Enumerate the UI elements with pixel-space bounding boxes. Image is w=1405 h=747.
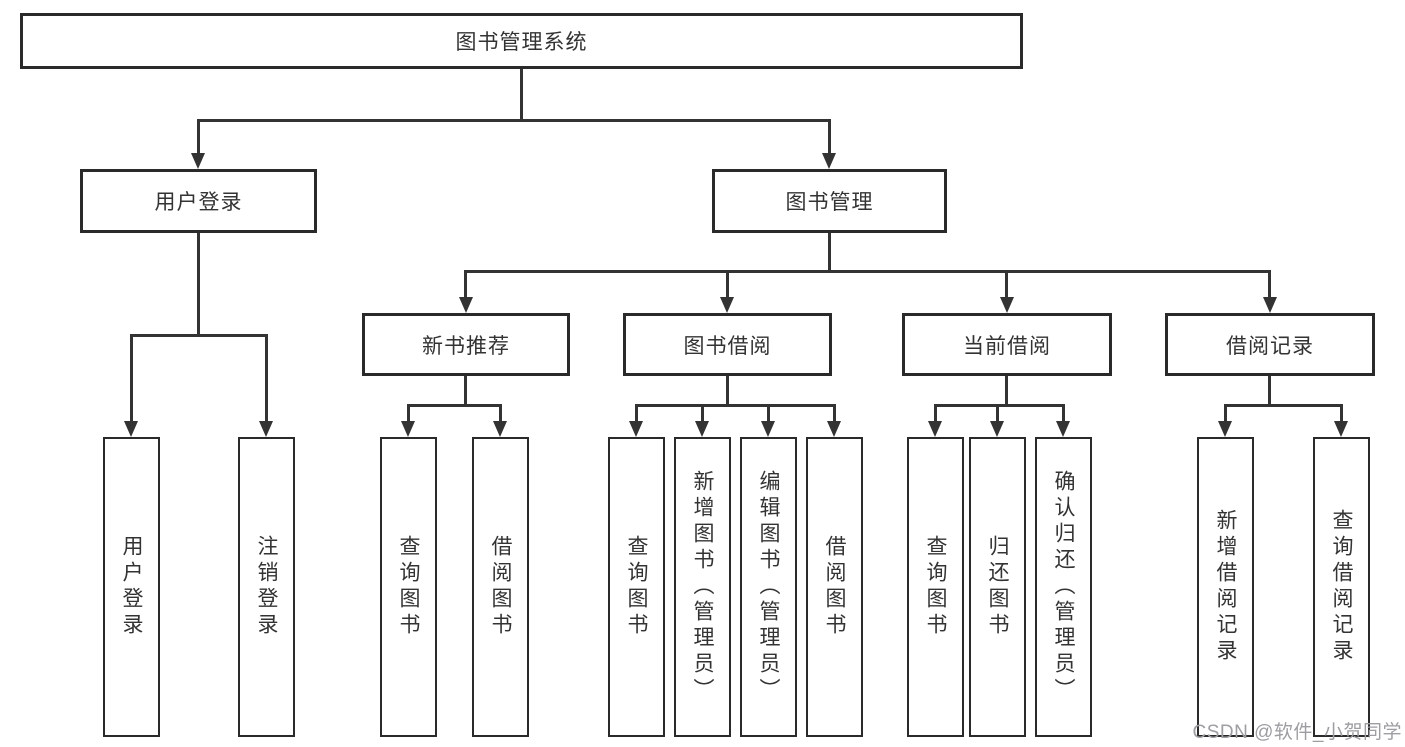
arrowhead — [1000, 297, 1014, 313]
node-label: 新书推荐 — [422, 334, 510, 358]
arrowhead — [928, 421, 942, 437]
connector — [828, 233, 831, 273]
arrowhead — [822, 153, 836, 169]
connector — [1268, 376, 1271, 407]
connector — [934, 404, 937, 423]
arrowhead — [629, 421, 643, 437]
leaf-label: 借阅图书 — [823, 535, 846, 639]
node-new-book-recommend: 新书推荐 — [362, 313, 570, 376]
node-borrow-record: 借阅记录 — [1165, 313, 1375, 376]
connector — [1340, 404, 1343, 423]
node-user-login: 用户登录 — [80, 169, 317, 233]
connector — [197, 233, 200, 335]
connector — [701, 404, 704, 423]
connector — [1005, 270, 1008, 299]
connector — [130, 334, 268, 337]
leaf-label: 借阅图书 — [489, 535, 512, 639]
node-label: 图书借阅 — [683, 334, 772, 358]
leaf-label: 注销登录 — [255, 535, 278, 639]
connector — [828, 119, 831, 155]
node-label: 当前借阅 — [963, 334, 1051, 358]
connector — [1224, 404, 1343, 407]
csdn-watermark: CSDN @软件_小贺同学 — [1192, 722, 1402, 743]
leaf-return-book: 归还图书 — [969, 437, 1026, 737]
leaf-label: 查询图书 — [924, 535, 947, 639]
node-current-borrow: 当前借阅 — [902, 313, 1112, 376]
node-label: 用户登录 — [154, 191, 243, 214]
leaf-label: 确认归还（管理员） — [1052, 470, 1075, 704]
connector — [464, 376, 467, 407]
connector — [265, 334, 268, 423]
connector — [934, 404, 1065, 407]
connector — [407, 404, 502, 407]
connector — [499, 404, 502, 423]
node-book-borrow: 图书借阅 — [623, 313, 832, 376]
arrowhead — [695, 421, 709, 437]
leaf-query-book-1: 查询图书 — [380, 437, 437, 737]
arrowhead — [827, 421, 841, 437]
leaf-borrow-book-2: 借阅图书 — [806, 437, 863, 737]
connector — [996, 404, 999, 423]
leaf-borrow-book-1: 借阅图书 — [472, 437, 529, 737]
leaf-user-login: 用户登录 — [103, 437, 160, 737]
leaf-label: 归还图书 — [986, 535, 1009, 639]
leaf-label: 新增借阅记录 — [1214, 509, 1237, 665]
connector — [635, 404, 836, 407]
node-book-management: 图书管理 — [712, 169, 947, 233]
connector — [130, 334, 133, 423]
connector — [635, 404, 638, 423]
leaf-label: 查询图书 — [397, 535, 420, 639]
arrowhead — [761, 421, 775, 437]
leaf-label: 用户登录 — [120, 535, 143, 639]
node-label: 借阅记录 — [1226, 334, 1314, 358]
connector — [197, 119, 200, 155]
leaf-query-borrow-record: 查询借阅记录 — [1313, 437, 1370, 737]
arrowhead — [459, 297, 473, 313]
leaf-edit-book-admin: 编辑图书（管理员） — [740, 437, 797, 737]
leaf-label: 新增图书（管理员） — [691, 470, 714, 704]
leaf-query-book-3: 查询图书 — [907, 437, 964, 737]
arrowhead — [990, 421, 1004, 437]
arrowhead — [1263, 297, 1277, 313]
connector — [833, 404, 836, 423]
leaf-label: 编辑图书（管理员） — [757, 470, 780, 704]
connector — [407, 404, 410, 423]
arrowhead — [1056, 421, 1070, 437]
leaf-add-borrow-record: 新增借阅记录 — [1197, 437, 1254, 737]
node-root: 图书管理系统 — [20, 13, 1023, 69]
leaf-query-book-2: 查询图书 — [608, 437, 665, 737]
arrowhead — [1334, 421, 1348, 437]
connector — [1224, 404, 1227, 423]
leaf-label: 查询图书 — [625, 535, 648, 639]
connector — [464, 270, 1271, 273]
connector — [767, 404, 770, 423]
arrowhead — [124, 421, 138, 437]
connector — [520, 69, 523, 120]
connector — [1268, 270, 1271, 299]
connector — [726, 270, 729, 299]
leaf-confirm-return-admin: 确认归还（管理员） — [1035, 437, 1092, 737]
connector — [197, 119, 831, 122]
node-label: 图书管理 — [785, 191, 874, 214]
arrowhead — [720, 297, 734, 313]
leaf-label: 查询借阅记录 — [1330, 509, 1353, 665]
connector — [726, 376, 729, 407]
connector — [464, 270, 467, 299]
node-root-label: 图书管理系统 — [455, 31, 588, 54]
arrowhead — [1218, 421, 1232, 437]
leaf-logout: 注销登录 — [238, 437, 295, 737]
arrowhead — [191, 153, 205, 169]
arrowhead — [401, 421, 415, 437]
arrowhead — [493, 421, 507, 437]
leaf-add-book-admin: 新增图书（管理员） — [674, 437, 731, 737]
connector — [1062, 404, 1065, 423]
connector — [1005, 376, 1008, 407]
arrowhead — [259, 421, 273, 437]
